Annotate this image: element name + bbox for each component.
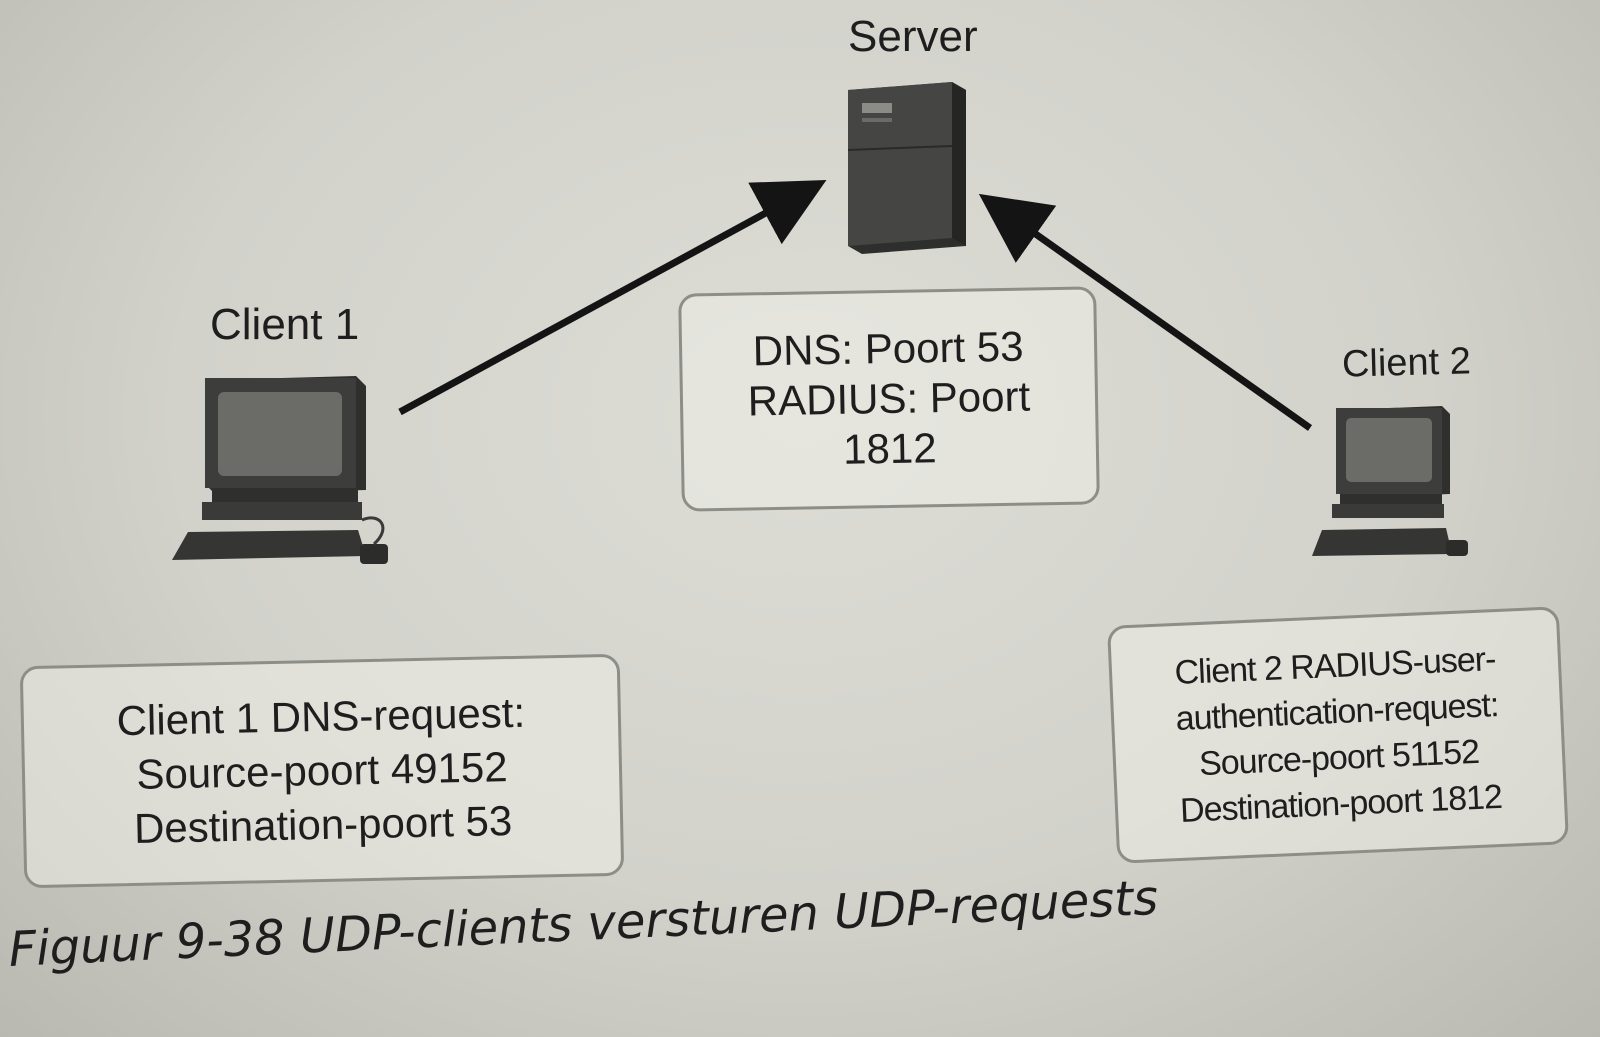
server-label: Server (848, 12, 978, 61)
client1-box-line-1: Client 1 DNS-request: (116, 688, 526, 745)
server-box-line-2: RADIUS: Poort (747, 372, 1031, 425)
client1-box-line-2: Source-poort 49152 (135, 743, 509, 798)
server-box-line-1: DNS: Poort 53 (752, 322, 1024, 375)
server-ports-box: DNS: Poort 53 RADIUS: Poort 1812 (678, 286, 1100, 512)
client2-label: Client 2 (1341, 340, 1472, 386)
client1-request-box: Client 1 DNS-request: Source-poort 49152… (19, 653, 625, 889)
client2-computer-icon (1312, 406, 1468, 556)
server-icon (847, 82, 966, 254)
client1-box-line-3: Destination-poort 53 (133, 797, 513, 852)
client1-label: Client 1 (210, 300, 360, 349)
client2-request-box: Client 2 RADIUS-user- authentication-req… (1107, 606, 1569, 864)
server-box-line-3: 1812 (842, 424, 937, 473)
arrow-client1-to-server (398, 179, 827, 416)
arrow-client2-to-server (978, 193, 1313, 431)
client1-computer-icon (172, 376, 388, 564)
